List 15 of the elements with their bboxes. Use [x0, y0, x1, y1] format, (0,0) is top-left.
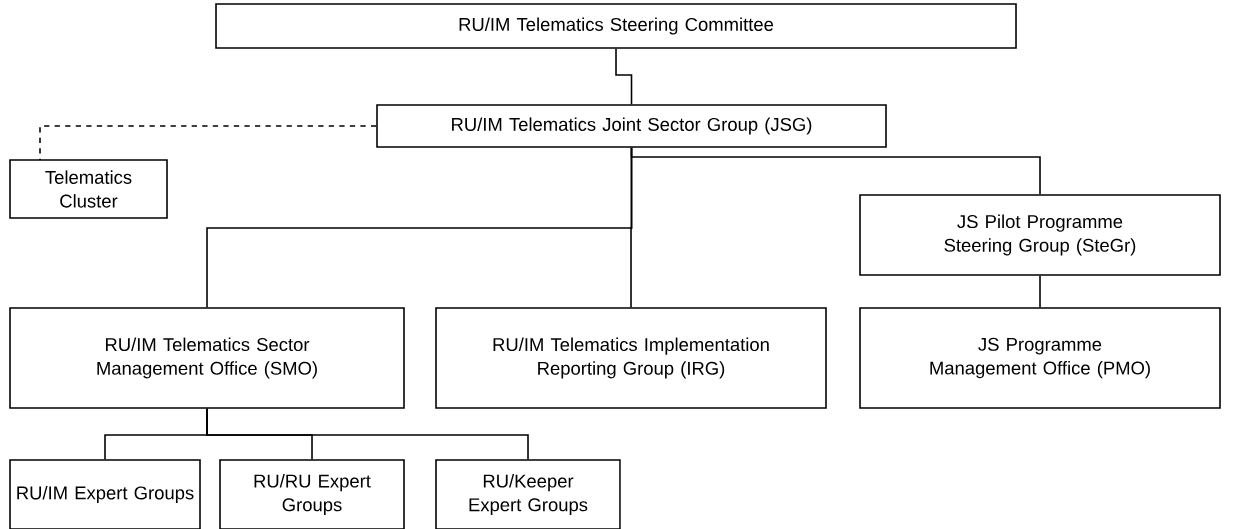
- org-box: RU/IM Telematics Sector Management Office (SMO): [9, 307, 405, 409]
- org-box: RU/IM Expert Groups: [9, 459, 201, 529]
- org-box: JS Programme Management Office (PMO): [859, 307, 1221, 409]
- org-box: RU/RU Expert Groups: [219, 459, 405, 529]
- connector-line: [39, 125, 377, 161]
- connector-line: [630, 147, 633, 308]
- org-box: RU/IM Telematics Implementation Reporting Group (IRG): [435, 307, 827, 409]
- connector-line: [615, 48, 633, 105]
- connector-line: [1039, 275, 1041, 308]
- org-box: RU/IM Telematics Steering Committee: [215, 3, 1017, 49]
- connector-line: [206, 408, 529, 460]
- org-box: RU/IM Telematics Joint Sector Group (JSG): [376, 104, 887, 148]
- org-box: RU/Keeper Expert Groups: [435, 459, 621, 529]
- org-box: JS Pilot Programme Steering Group (SteGr): [859, 194, 1221, 276]
- org-box: Telematics Cluster: [9, 159, 168, 219]
